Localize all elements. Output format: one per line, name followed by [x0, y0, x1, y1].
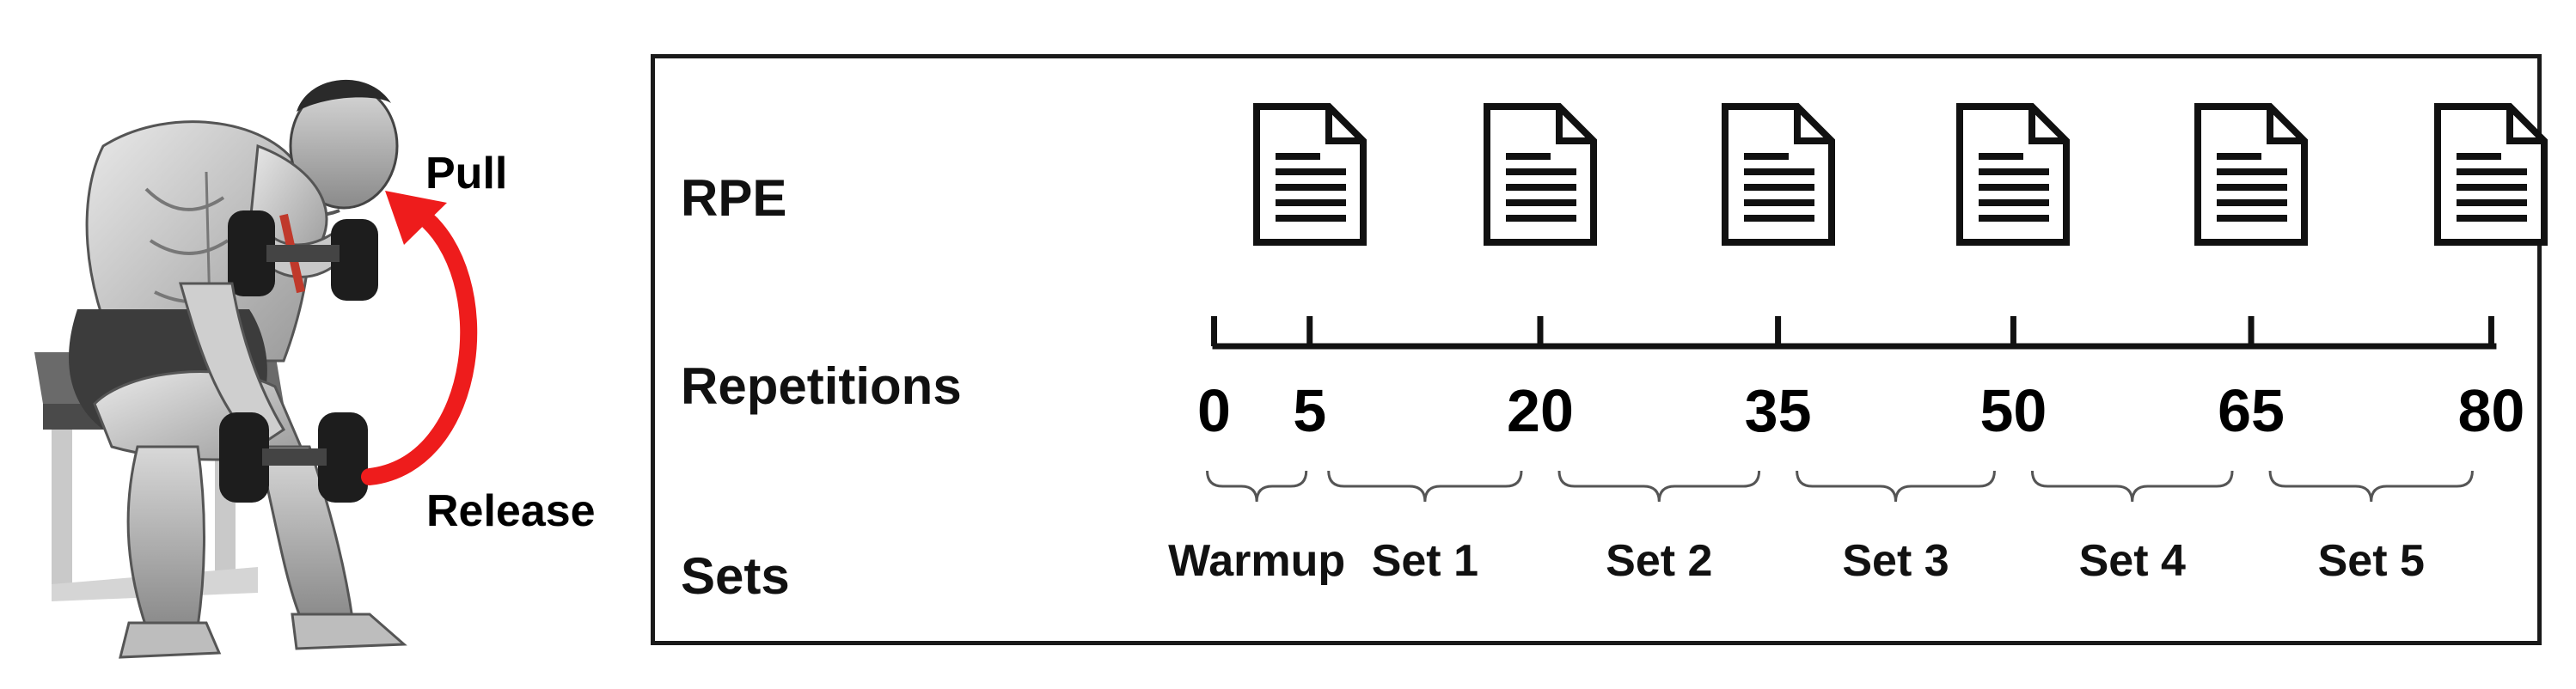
set-brace — [2268, 470, 2474, 503]
rpe-label: RPE — [681, 169, 787, 227]
tick-label: 65 — [2218, 377, 2285, 444]
timeline-ticks — [1211, 316, 2494, 346]
pull-release-arrow — [361, 191, 478, 485]
set-label: Set 1 — [1371, 536, 1478, 586]
repetitions-label: Repetitions — [681, 357, 962, 415]
tick-label: 35 — [1744, 377, 1812, 444]
dumbbell-top — [228, 210, 378, 301]
set-brace — [1327, 470, 1523, 503]
set-label: Set 3 — [1842, 536, 1949, 586]
document-icon — [1953, 101, 2073, 247]
set-label: Set 4 — [2078, 536, 2186, 586]
set-label: Warmup — [1168, 536, 1346, 586]
document-icon — [1718, 101, 1839, 247]
pull-label: Pull — [425, 149, 508, 198]
sets-label: Sets — [681, 547, 790, 605]
document-icon — [1480, 101, 1600, 247]
set-brace — [2030, 470, 2234, 503]
set-brace — [1206, 470, 1308, 503]
release-label: Release — [426, 486, 596, 536]
tick-label: 0 — [1197, 377, 1231, 444]
set-label: Set 5 — [2317, 536, 2425, 586]
repetition-timeline — [1206, 316, 2497, 503]
tick-label: 80 — [2457, 377, 2525, 444]
document-icon — [1250, 101, 1370, 247]
document-icon — [2191, 101, 2311, 247]
set-brace — [1557, 470, 1761, 503]
athlete-figure — [34, 79, 478, 659]
tick-label: 50 — [1979, 377, 2047, 444]
set-brace — [1796, 470, 1996, 503]
tick-label: 5 — [1293, 377, 1327, 444]
athlete-head — [282, 79, 399, 216]
set-braces — [1206, 470, 2474, 503]
document-icon — [2431, 101, 2551, 247]
dumbbell-curl-illustration: Pull Release — [0, 0, 636, 685]
set-label: Set 2 — [1606, 536, 1713, 586]
dumbbell-bottom — [219, 412, 368, 503]
tick-label: 20 — [1507, 377, 1574, 444]
